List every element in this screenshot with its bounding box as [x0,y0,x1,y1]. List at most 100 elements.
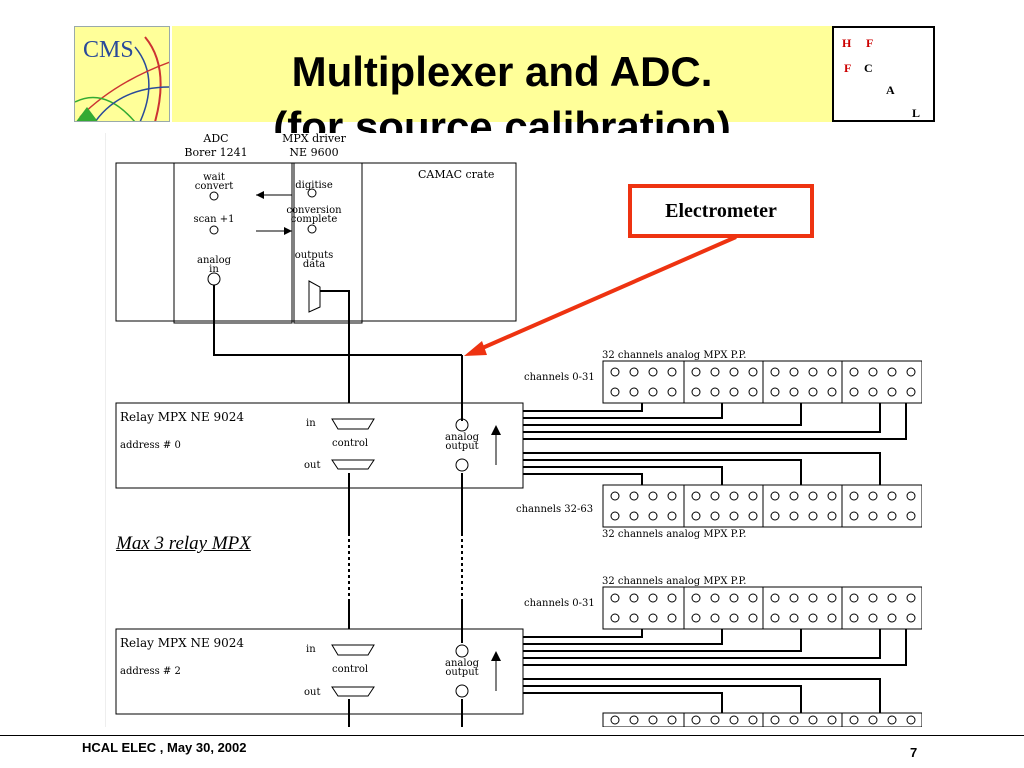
patch-jack [610,387,620,397]
patch-jack [887,511,897,521]
patch-jack [906,387,916,397]
patch-jack [770,511,780,521]
hfcal-l: L [912,106,921,120]
patch-jack [691,387,701,397]
patch-jack [887,715,897,725]
patch-jack [710,491,720,501]
patch-jack [849,491,859,501]
patch-jack [710,511,720,521]
patch-jack [906,511,916,521]
page-number: 7 [910,745,918,760]
complete-label: complete [290,214,338,225]
pp-1-title: 32 channels analog MPX P.P. [602,350,747,361]
relay-1-control: control [332,438,369,449]
patch-jack [748,511,758,521]
hfcal-f2: F [844,61,852,75]
data-label: data [302,259,326,270]
patch-jack [868,613,878,623]
pp-3-title: 32 channels analog MPX P.P. [602,576,747,587]
patch-jack [748,491,758,501]
relay-1-analog: analog [445,432,479,443]
patch-jack [667,593,677,603]
patch-jack [827,593,837,603]
patch-jack [710,593,720,603]
patch-jack [868,511,878,521]
title-bar: Multiplexer and ADC. (for source calibra… [172,26,832,150]
patch-jack [691,613,701,623]
patch-jack [729,367,739,377]
wait-label: wait [203,172,225,183]
patch-jack [906,593,916,603]
mpx-driver-label: MPX driver [282,132,346,145]
patch-jack [849,367,859,377]
electrometer-callout: Electrometer [628,184,814,238]
patch-jack [789,367,799,377]
patch-jack [667,491,677,501]
pp-1-channels: channels 0-31 [524,372,595,383]
patch-jack [610,593,620,603]
patch-jack [906,715,916,725]
patch-jack [710,387,720,397]
patch-jack [629,387,639,397]
patch-jack [629,593,639,603]
patch-jack [887,491,897,501]
hfcal-f1: F [866,36,874,50]
cms-logo-graphic [75,36,169,121]
logo-text: CMS [83,37,134,63]
relay-1-in: in [306,418,316,429]
patch-jack [667,715,677,725]
patch-jack [808,491,818,501]
max-relay-label: Max 3 relay MPX [116,533,251,554]
patch-jack [827,613,837,623]
patch-jack [648,613,658,623]
patch-jack [629,715,639,725]
patch-jack [827,491,837,501]
patch-jack [849,613,859,623]
patch-jack [849,593,859,603]
patch-jack [667,511,677,521]
patch-jack [691,511,701,521]
patch-jack [610,715,620,725]
patch-jack [729,491,739,501]
patch-jack [789,387,799,397]
patch-jack [789,613,799,623]
patch-jack [808,511,818,521]
patch-jack [770,613,780,623]
patch-jack [808,387,818,397]
relay-2-in: in [306,644,316,655]
patch-jack [648,367,658,377]
cms-logo: CMS [74,26,170,122]
conversion-label: conversion [286,205,342,216]
adc-label: ADC [203,132,229,145]
patch-jack [691,491,701,501]
hfcal-a: A [886,83,895,97]
in-label: in [209,264,219,275]
footer-divider [0,735,1024,736]
patch-jack [748,613,758,623]
patch-jack [770,593,780,603]
patch-jack [789,715,799,725]
patch-jack [868,491,878,501]
patch-jack [710,715,720,725]
adc-model: Borer 1241 [184,146,248,159]
pp-3-channels: channels 0-31 [524,598,595,609]
relay-2-out: out [304,687,321,698]
patch-jack [610,511,620,521]
patch-jack [691,367,701,377]
analog-label: analog [197,255,231,266]
outputs-label: outputs [294,250,334,261]
patch-jack [906,491,916,501]
patch-jack [789,593,799,603]
relay-1-address: address # 0 [120,440,181,451]
patch-jack [827,511,837,521]
hfcal-h: H [842,36,852,50]
patch-jack [849,511,859,521]
patch-jack [729,387,739,397]
patch-jack [827,387,837,397]
mpx-driver-model: NE 9600 [289,146,339,159]
patch-jack [789,511,799,521]
patch-jack [808,367,818,377]
patch-jack [710,367,720,377]
patch-jack [610,367,620,377]
patch-jack [868,593,878,603]
